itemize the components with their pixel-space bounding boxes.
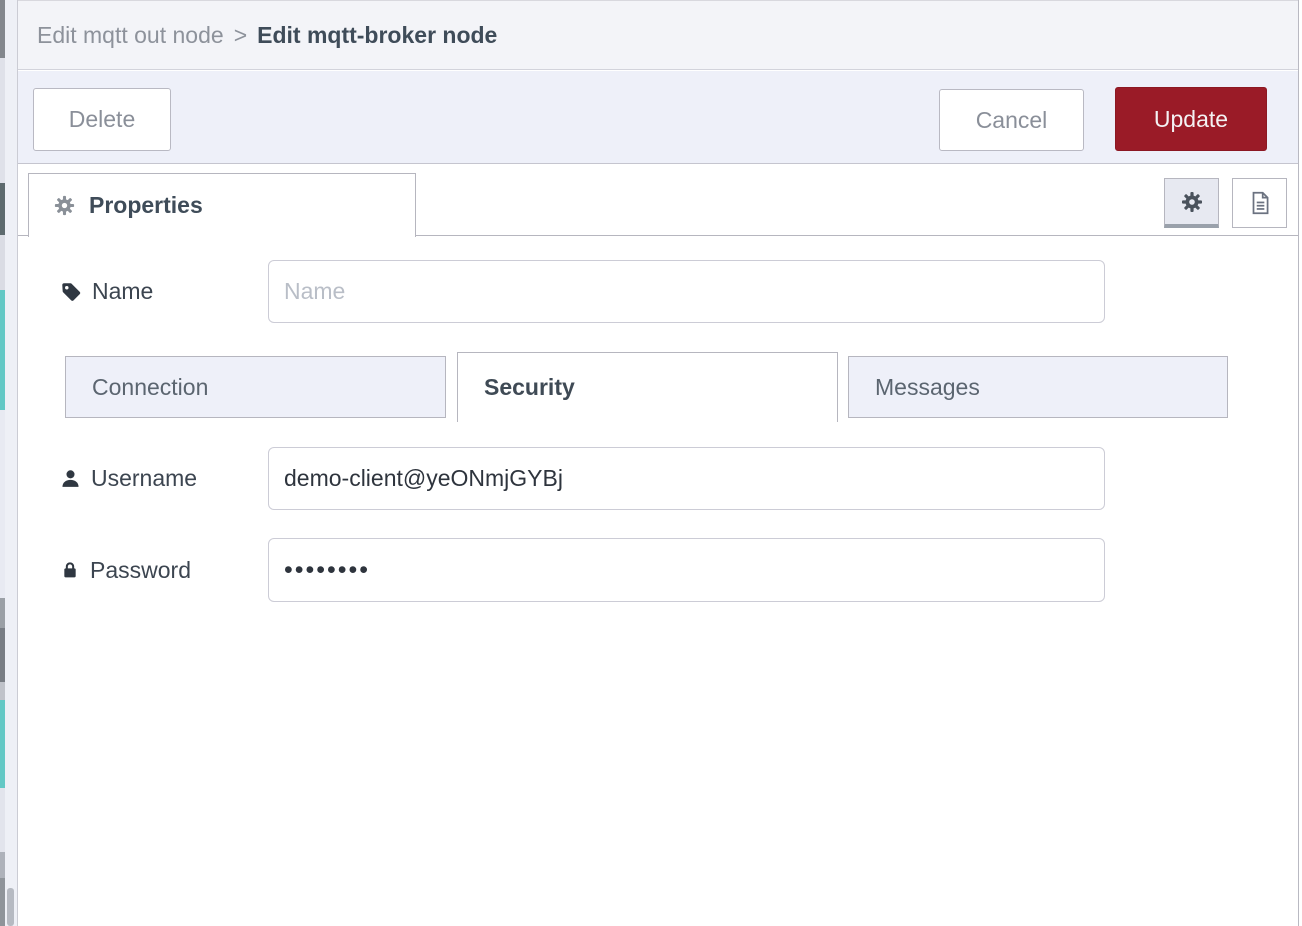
name-label: Name <box>60 260 153 323</box>
palette-fragment <box>0 788 5 852</box>
palette-fragment <box>0 852 5 878</box>
username-input[interactable] <box>268 447 1105 510</box>
palette-fragment <box>0 183 5 235</box>
workspace-gutter <box>5 0 17 926</box>
gear-icon <box>53 194 76 217</box>
delete-button[interactable]: Delete <box>33 88 171 151</box>
palette-fragment <box>0 58 5 183</box>
username-row: Username <box>18 447 1298 510</box>
tag-icon <box>60 281 82 303</box>
palette-fragment <box>0 598 5 628</box>
gear-icon <box>1180 190 1204 214</box>
scrollbar-thumb[interactable] <box>7 888 14 926</box>
update-button[interactable]: Update <box>1115 87 1267 151</box>
breadcrumb-separator: > <box>233 21 248 48</box>
password-row: Password <box>18 538 1298 602</box>
palette-fragment <box>0 628 5 682</box>
username-label: Username <box>60 447 197 510</box>
name-row: Name <box>18 260 1298 323</box>
tab-messages[interactable]: Messages <box>848 356 1228 418</box>
breadcrumb-parent[interactable]: Edit mqtt out node <box>37 21 224 48</box>
tab-security[interactable]: Security <box>457 352 838 422</box>
tray-tab-bar: Properties <box>18 165 1298 237</box>
lock-icon <box>60 560 80 580</box>
palette-fragment <box>0 410 5 598</box>
tray-toolbar: Delete Cancel Update <box>18 71 1298 164</box>
tab-connection[interactable]: Connection <box>65 356 446 418</box>
node-description-button[interactable] <box>1232 178 1287 228</box>
palette-fragment <box>0 0 5 58</box>
palette-fragment-teal-node <box>0 290 5 410</box>
name-input[interactable] <box>268 260 1105 323</box>
palette-fragment-teal-node <box>0 700 5 788</box>
password-input[interactable] <box>268 538 1105 602</box>
tab-properties[interactable]: Properties <box>28 173 416 237</box>
background-palette-sliver <box>0 0 5 926</box>
user-icon <box>60 468 81 489</box>
password-label: Password <box>60 538 191 602</box>
document-icon <box>1247 190 1273 216</box>
tab-properties-label: Properties <box>89 192 203 218</box>
palette-fragment <box>0 682 5 700</box>
palette-fragment <box>0 235 5 290</box>
cancel-button[interactable]: Cancel <box>939 89 1084 151</box>
palette-fragment <box>0 878 5 926</box>
edit-node-tray: Edit mqtt out node > Edit mqtt-broker no… <box>17 0 1299 926</box>
node-edit-form: Name Connection Security Messages <box>18 236 1298 926</box>
node-settings-button[interactable] <box>1164 178 1219 228</box>
breadcrumb-current: Edit mqtt-broker node <box>257 21 498 48</box>
broker-config-tabs: Connection Security Messages <box>18 352 1298 426</box>
tray-header: Edit mqtt out node > Edit mqtt-broker no… <box>18 0 1298 70</box>
